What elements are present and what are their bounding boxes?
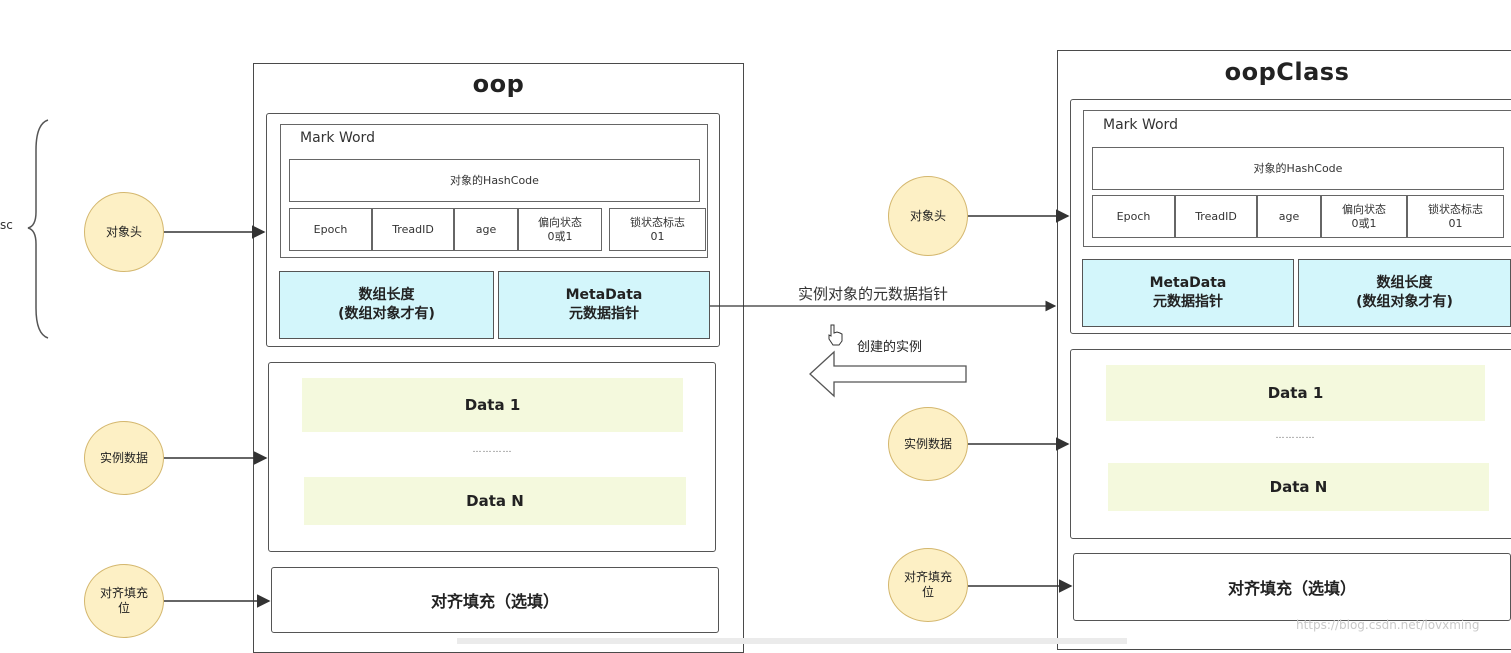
created-instance-label: 创建的实例 <box>857 340 923 355</box>
oopclass-padding-circle-line2: 位 <box>921 585 934 599</box>
oopclass-threadid-cell: TreadID <box>1175 195 1257 238</box>
oopclass-header-circle: 对象头 <box>888 176 968 256</box>
oop-header-circle: 对象头 <box>84 192 164 272</box>
oop-data-dots: ………… <box>472 445 513 455</box>
oop-biased-line1: 偏向状态 <box>538 215 582 229</box>
oopclass-instance-circle: 实例数据 <box>888 407 968 481</box>
oopclass-metadata-box: MetaData 元数据指针 <box>1082 259 1294 327</box>
oop-lockflag-line2: 01 <box>650 229 665 243</box>
oop-markword-label: Mark Word <box>300 130 375 146</box>
oopclass-data1: Data 1 <box>1106 365 1485 421</box>
oop-padding-circle-line1: 对齐填充 <box>99 586 148 600</box>
curly-brace <box>27 119 49 339</box>
oop-array-length-line2: (数组对象才有) <box>338 306 435 322</box>
oop-lockflag-line1: 锁状态标志 <box>630 215 685 229</box>
oopclass-lockflag-line2: 01 <box>1448 216 1463 230</box>
cursor-hand-icon <box>828 324 843 346</box>
oop-data1: Data 1 <box>302 378 683 432</box>
oop-array-length-line1: 数组长度 <box>358 287 415 303</box>
oop-metadata-box: MetaData 元数据指针 <box>498 271 710 339</box>
oopclass-dataN: Data N <box>1108 463 1489 511</box>
oop-instance-circle: 实例数据 <box>84 421 164 495</box>
oop-hashcode-cell: 对象的HashCode <box>289 159 700 202</box>
oopclass-age-cell: age <box>1257 195 1321 238</box>
oopclass-title: oopClass <box>1224 58 1350 86</box>
oopclass-padding-circle-line1: 对齐填充 <box>903 570 952 584</box>
oop-array-length-box: 数组长度 (数组对象才有) <box>279 271 494 339</box>
oop-padding-circle-line2: 位 <box>117 601 130 615</box>
oop-metadata-line1: MetaData <box>565 287 643 303</box>
oopclass-epoch-cell: Epoch <box>1092 195 1175 238</box>
oop-biased-line2: 0或1 <box>547 229 573 243</box>
oopclass-metadata-line2: 元数据指针 <box>1153 294 1223 310</box>
oop-metadata-line2: 元数据指针 <box>569 306 639 322</box>
oop-epoch-cell: Epoch <box>289 208 372 251</box>
oopclass-array-length-line1: 数组长度 <box>1376 275 1433 291</box>
oopclass-biased-line2: 0或1 <box>1351 216 1377 230</box>
oopclass-lockflag-line1: 锁状态标志 <box>1428 202 1483 216</box>
oop-dataN: Data N <box>304 477 686 525</box>
created-instance-arrow <box>809 350 967 398</box>
oopclass-metadata-line1: MetaData <box>1149 275 1227 291</box>
oopclass-padding-circle: 对齐填充位 <box>888 548 968 622</box>
oop-threadid-cell: TreadID <box>372 208 454 251</box>
oopclass-data-dots: ………… <box>1275 431 1316 441</box>
oopclass-padding-box: 对齐填充（选填） <box>1073 553 1511 621</box>
bottom-strip <box>457 638 1127 644</box>
oop-age-cell: age <box>454 208 518 251</box>
sidebar-fragment: sc <box>0 218 13 232</box>
pointer-label: 实例对象的元数据指针 <box>798 285 949 303</box>
oopclass-markword-label: Mark Word <box>1103 117 1178 133</box>
oopclass-hashcode-cell: 对象的HashCode <box>1092 147 1504 190</box>
oop-padding-box: 对齐填充（选填） <box>271 567 719 633</box>
oopclass-array-length-line2: (数组对象才有) <box>1356 294 1453 310</box>
oop-padding-circle: 对齐填充位 <box>84 564 164 638</box>
watermark: https://blog.csdn.net/lovxming <box>1296 618 1480 632</box>
oop-title: oop <box>472 70 525 98</box>
oopclass-array-length-box: 数组长度 (数组对象才有) <box>1298 259 1511 327</box>
oopclass-biased-line1: 偏向状态 <box>1342 202 1386 216</box>
